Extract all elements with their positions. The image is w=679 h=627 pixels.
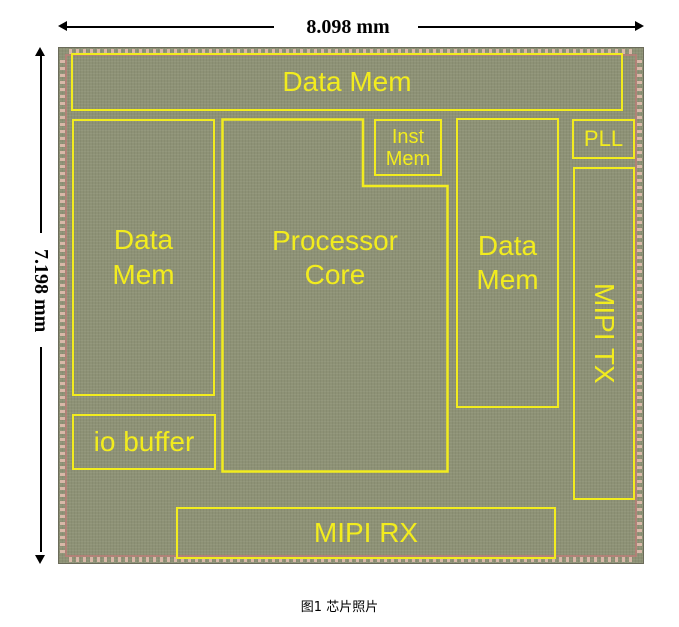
width-label: 8.098 mm <box>306 16 390 38</box>
arrow-right-icon <box>635 21 644 31</box>
dimension-line <box>40 53 42 233</box>
block-io-buffer: io buffer <box>72 414 216 470</box>
io-pads-top <box>69 49 633 54</box>
dimension-line <box>418 26 636 28</box>
width-dimension: 8.098 mm <box>58 16 644 38</box>
figure-caption: 图1 芯片照片 <box>300 600 379 615</box>
dimension-line <box>64 26 274 28</box>
chip-die: Data Mem Data Mem Processor Core Inst Me… <box>58 47 644 564</box>
io-pads-bottom <box>69 557 633 562</box>
height-dimension: 7.198 mm <box>30 47 52 564</box>
block-inst-mem: Inst Mem <box>374 119 442 176</box>
block-mipi-tx: MIPI TX <box>573 167 635 500</box>
block-data-mem-top: Data Mem <box>71 53 623 111</box>
dimension-line <box>40 347 42 552</box>
block-data-mem-right: Data Mem <box>456 118 559 408</box>
arrow-left-icon <box>58 21 67 31</box>
pad-ring <box>65 54 637 557</box>
mipi-tx-label: MIPI TX <box>589 283 621 384</box>
block-processor-core-outline <box>221 118 449 473</box>
block-mipi-rx: MIPI RX <box>176 507 556 559</box>
height-label: 7.198 mm <box>30 249 52 333</box>
block-processor-core: Processor Core <box>271 224 399 290</box>
io-pads-right <box>637 58 642 553</box>
block-data-mem-left: Data Mem <box>72 119 215 396</box>
arrow-down-icon <box>35 555 45 564</box>
arrow-up-icon <box>35 47 45 56</box>
block-pll: PLL <box>572 119 635 159</box>
io-pads-left <box>60 58 65 553</box>
